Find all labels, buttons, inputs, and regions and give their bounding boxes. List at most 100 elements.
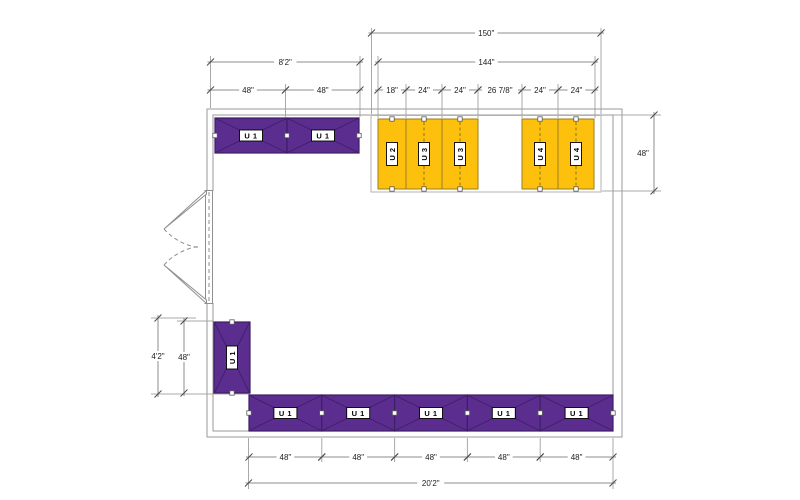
panel-connector-dot bbox=[421, 116, 427, 122]
unit-label: U 1 bbox=[239, 129, 263, 142]
panel-connector-dot bbox=[229, 319, 235, 325]
dim-tick bbox=[554, 86, 562, 94]
dimension-label: 24" bbox=[571, 86, 583, 95]
dimension-label-backing bbox=[415, 85, 433, 95]
unit-label-box bbox=[570, 142, 582, 166]
dim-tick bbox=[591, 58, 599, 66]
panel-connector-dot bbox=[537, 116, 543, 122]
unit-label-box bbox=[273, 407, 298, 419]
dimension-label: 48" bbox=[425, 453, 437, 462]
unit-label-text: U 4 bbox=[536, 147, 545, 161]
unit-label-box bbox=[226, 345, 238, 370]
unit-label: U 1 bbox=[419, 407, 443, 419]
dim-tick bbox=[245, 453, 253, 461]
panel-connector-dot bbox=[246, 410, 252, 416]
dim-tick bbox=[206, 58, 215, 66]
door-swing-arc bbox=[163, 246, 199, 266]
dim-tick bbox=[650, 111, 658, 119]
dim-tick bbox=[474, 86, 482, 94]
dimension-label-backing bbox=[634, 148, 652, 158]
door-leaf[interactable] bbox=[163, 264, 207, 305]
unit-label-text: U 1 bbox=[352, 409, 365, 418]
dimension-label-backing bbox=[383, 85, 401, 95]
dim-tick bbox=[609, 479, 617, 487]
dimension-label-backing bbox=[481, 85, 519, 95]
dim-tick bbox=[609, 453, 617, 461]
dimension-label-backing bbox=[313, 85, 332, 95]
dimension-label: 48" bbox=[242, 86, 254, 95]
dimension-label: 48" bbox=[178, 353, 190, 362]
panel-connector-dot bbox=[389, 116, 395, 122]
unit-label-text: U 1 bbox=[279, 409, 292, 418]
dimension-label: 48" bbox=[280, 453, 292, 462]
panel-connector-dot bbox=[537, 186, 543, 192]
panel-connector-dot bbox=[421, 186, 427, 192]
panel-connector-dot bbox=[573, 116, 579, 122]
dimension-label-backing bbox=[531, 85, 549, 95]
dimension-label: 24" bbox=[534, 86, 546, 95]
unit-label: U 4 bbox=[534, 142, 546, 166]
unit-label: U 1 bbox=[564, 407, 589, 419]
dimension-label: 48" bbox=[352, 453, 364, 462]
unit-label-box bbox=[311, 129, 335, 142]
dim-tick bbox=[597, 29, 605, 37]
unit-label-text: U 3 bbox=[456, 147, 465, 160]
panel-connector-dot bbox=[319, 410, 325, 416]
dimension-label-backing bbox=[451, 85, 469, 95]
unit-label-box bbox=[534, 142, 546, 166]
dimension-label: 18" bbox=[386, 86, 398, 95]
dim-tick bbox=[356, 86, 364, 94]
door-swing-arc bbox=[163, 228, 199, 248]
dimension-label: 48" bbox=[637, 149, 649, 158]
unit-label-text: U 1 bbox=[316, 131, 329, 140]
unit-label-box bbox=[564, 407, 589, 419]
dimension-label-backing bbox=[146, 351, 170, 361]
unit-label: U 4 bbox=[570, 142, 582, 166]
dim-tick bbox=[317, 453, 326, 461]
dimension-label: 24" bbox=[418, 86, 430, 95]
dimension-label-backing bbox=[175, 352, 193, 362]
unit-label: U 3 bbox=[418, 142, 430, 166]
dim-tick bbox=[356, 58, 364, 66]
panel-connector-dot bbox=[356, 132, 362, 139]
dimension-label-backing bbox=[494, 452, 513, 462]
panel-connector-dot bbox=[389, 186, 395, 192]
unit-label-box bbox=[419, 407, 443, 419]
dim-tick bbox=[591, 86, 599, 94]
panel-connector-dot bbox=[610, 410, 616, 416]
dimension-label-backing bbox=[422, 452, 440, 462]
countertop-outline bbox=[370, 115, 602, 193]
dimension-label-backing bbox=[417, 478, 445, 488]
panel-connector-dot bbox=[229, 390, 235, 396]
dim-tick bbox=[206, 86, 215, 94]
panel-connector-dot bbox=[457, 186, 463, 192]
dimension-label: 4'2" bbox=[151, 352, 164, 361]
dimension-label: 48" bbox=[317, 86, 329, 95]
dimension-label: 48" bbox=[498, 453, 510, 462]
dimension-label-backing bbox=[239, 85, 257, 95]
unit-label-box bbox=[418, 142, 430, 166]
dim-tick bbox=[536, 453, 545, 461]
dimension-label: 26 7/8" bbox=[487, 86, 512, 95]
dim-tick bbox=[154, 314, 162, 322]
dim-tick bbox=[367, 29, 376, 37]
dim-tick bbox=[438, 86, 446, 94]
unit-label: U 1 bbox=[311, 129, 335, 142]
dim-tick bbox=[390, 453, 399, 461]
dimension-label: 20'2" bbox=[422, 479, 440, 488]
dim-tick bbox=[374, 86, 382, 94]
dimension-label-backing bbox=[567, 452, 586, 462]
unit-label-text: U 1 bbox=[570, 409, 583, 418]
dimension-label: 8'2" bbox=[279, 58, 292, 67]
door-leaf[interactable] bbox=[163, 189, 207, 230]
unit-label-box bbox=[386, 142, 398, 166]
dim-tick bbox=[650, 187, 658, 195]
dim-tick bbox=[463, 453, 472, 461]
unit-label-text: U 1 bbox=[424, 409, 437, 418]
panel-connector-dot bbox=[284, 132, 290, 139]
dim-tick bbox=[374, 58, 382, 66]
panel-connector-dot bbox=[212, 132, 218, 139]
panel-connector-dot bbox=[464, 410, 471, 416]
